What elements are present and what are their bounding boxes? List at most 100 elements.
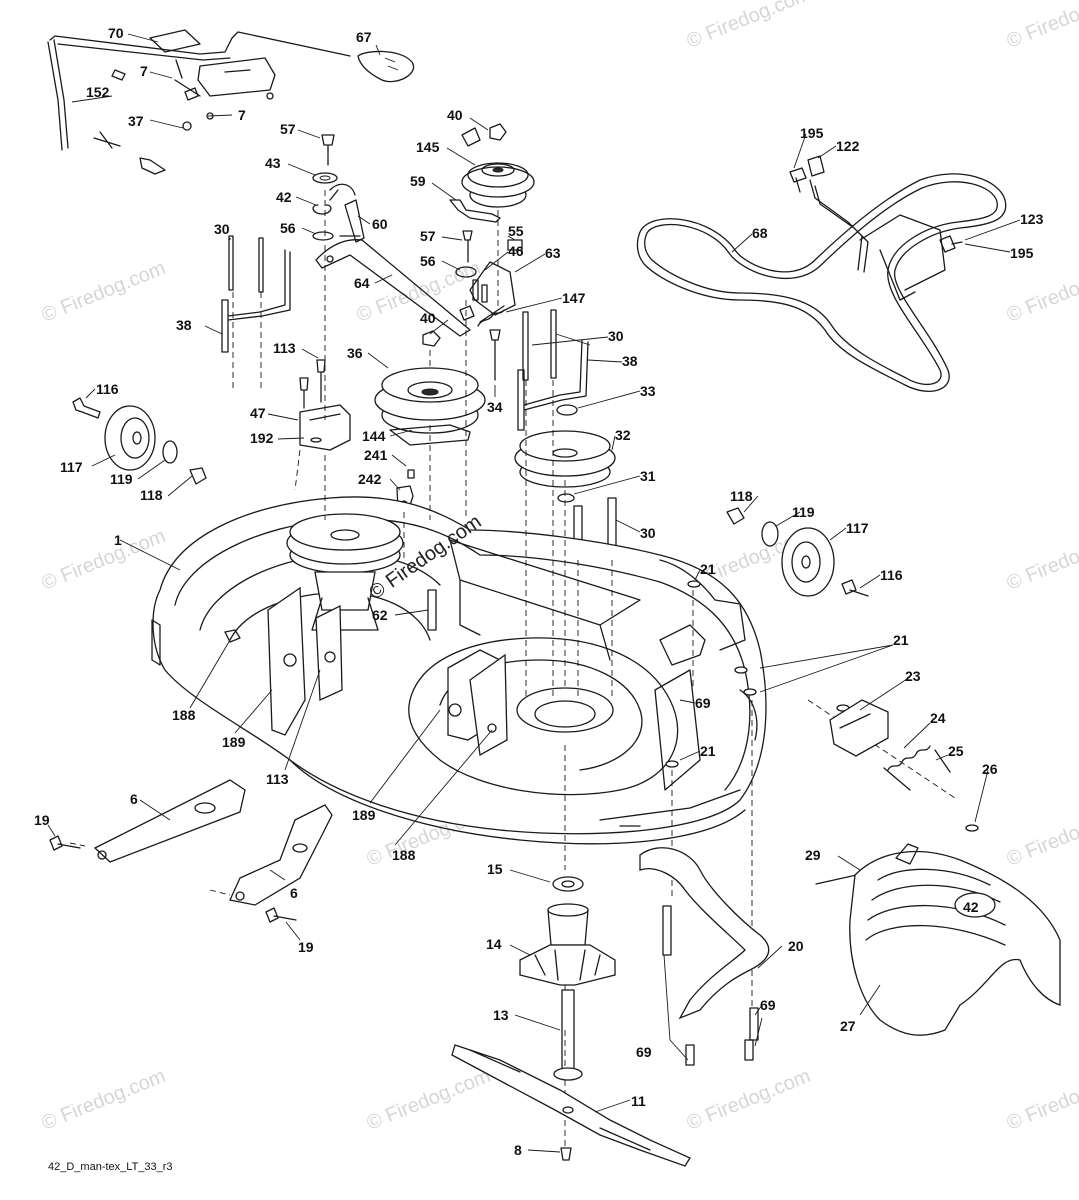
callout-label: 21 — [700, 561, 716, 577]
callout-label: 60 — [372, 216, 388, 232]
callout-label: 19 — [298, 939, 314, 955]
assembly-lines — [69, 190, 959, 1150]
callout-label: 42 — [276, 189, 292, 205]
callout-label: 113 — [273, 340, 296, 356]
watermark: © Firedog.com — [1004, 801, 1079, 871]
callout-label: 21 — [893, 632, 909, 648]
pulley-145 — [449, 123, 535, 223]
callout-label: 40 — [420, 310, 436, 326]
callout-label: 8 — [514, 1142, 522, 1158]
pulley-32 — [514, 430, 616, 503]
gauge-wheel-left — [72, 397, 207, 485]
deflector-bracket-20 — [639, 847, 770, 1066]
callout-label: 40 — [447, 107, 463, 123]
callout-label: 57 — [280, 121, 296, 137]
watermark: © Firedog.com — [684, 1065, 814, 1135]
callout-label: 188 — [392, 847, 416, 863]
deck-rods-left — [221, 235, 291, 353]
watermark: © Firedog.com — [39, 1065, 169, 1135]
callout-label: 118 — [730, 488, 753, 504]
callout-label: 119 — [110, 471, 133, 487]
bracket-47 — [299, 359, 351, 451]
callout-label: 25 — [948, 743, 964, 759]
watermark: © Firedog.com — [1004, 257, 1079, 327]
callout-label: 117 — [60, 459, 83, 475]
callout-label: 30 — [640, 525, 656, 541]
callout-label: 19 — [34, 812, 50, 828]
callout-label: 56 — [280, 220, 296, 236]
callout-label: 147 — [562, 290, 586, 306]
callout-label: 15 — [487, 861, 503, 877]
callout-label: 30 — [608, 328, 624, 344]
callout-label: 21 — [700, 743, 716, 759]
callout-label: 20 — [788, 938, 804, 954]
deflector-hinge — [829, 699, 979, 832]
callout-label: 55 — [508, 223, 524, 239]
watermark: © Firedog.com — [364, 1065, 494, 1135]
leader-lines — [47, 33, 1021, 1153]
bolt-62 — [427, 589, 437, 631]
callout-label: 14 — [486, 936, 502, 952]
callout-label: 145 — [416, 139, 440, 155]
bolt-8 — [560, 1147, 572, 1161]
drive-belt-68 — [636, 173, 1007, 392]
callout-label: 118 — [140, 487, 163, 503]
callout-label: 7 — [238, 107, 246, 123]
callout-label: 117 — [846, 520, 869, 536]
callout-label: 33 — [640, 383, 656, 399]
watermark: © Firedog.com — [39, 525, 169, 595]
callout-label: 13 — [493, 1007, 509, 1023]
watermark: © Firedog.com — [39, 257, 169, 327]
callout-label: 59 — [410, 173, 426, 189]
deck-brackets — [224, 586, 508, 757]
callout-label: 38 — [622, 353, 638, 369]
callout-label: 26 — [982, 761, 998, 777]
callout-label: 11 — [631, 1093, 646, 1109]
callout-label: 23 — [905, 668, 921, 684]
callout-label: 122 — [836, 138, 860, 154]
callout-label: 70 — [108, 25, 124, 41]
callout-label: 31 — [640, 468, 656, 484]
diagram-reference-code: 42_D_man-tex_LT_33_r3 — [48, 1161, 173, 1173]
callout-label: 46 — [508, 243, 524, 259]
callout-label: 1 — [114, 532, 122, 548]
callout-label: 119 — [792, 504, 815, 520]
callout-label: 30 — [214, 221, 230, 237]
callout-label: 116 — [96, 381, 119, 397]
callout-label: 62 — [372, 607, 388, 623]
deck-spindle-pulley — [286, 513, 404, 631]
callout-label: 27 — [840, 1018, 856, 1034]
callout-label: 36 — [347, 345, 363, 361]
callout-label: 43 — [265, 155, 281, 171]
watermark: © Firedog.com — [1004, 525, 1079, 595]
callout-label: 123 — [1020, 211, 1044, 227]
callout-label: 188 — [172, 707, 196, 723]
callout-label: 57 — [420, 228, 436, 244]
blade-11 — [451, 1044, 691, 1167]
watermark: © Firedog.com — [1004, 0, 1079, 53]
callout-label: 152 — [86, 84, 110, 100]
callout-label: 24 — [930, 710, 946, 726]
callout-label: 195 — [800, 125, 824, 141]
callout-label: 189 — [222, 734, 246, 750]
callout-label: 47 — [250, 405, 266, 421]
callout-label: 37 — [128, 113, 144, 129]
bolts-19 — [49, 835, 297, 923]
callout-label: 116 — [880, 567, 903, 583]
pulley-36 — [374, 330, 486, 446]
callout-label: 195 — [1010, 245, 1034, 261]
callout-label: 6 — [290, 885, 298, 901]
callout-label: 29 — [805, 847, 821, 863]
callout-label: 242 — [358, 471, 382, 487]
callout-label: 67 — [356, 29, 372, 45]
callout-label: 32 — [615, 427, 631, 443]
callout-label: 6 — [130, 791, 138, 807]
discharge-chute-27: 42 — [849, 843, 1061, 1036]
watermark: © Firedog.com — [1004, 1065, 1079, 1135]
callout-label: 68 — [752, 225, 768, 241]
gauge-wheel-right — [726, 507, 869, 597]
lift-linkage — [47, 29, 415, 175]
idler-arm-assembly — [312, 127, 523, 337]
callout-label: 63 — [545, 245, 561, 261]
belt-guide-bracket — [789, 155, 963, 301]
